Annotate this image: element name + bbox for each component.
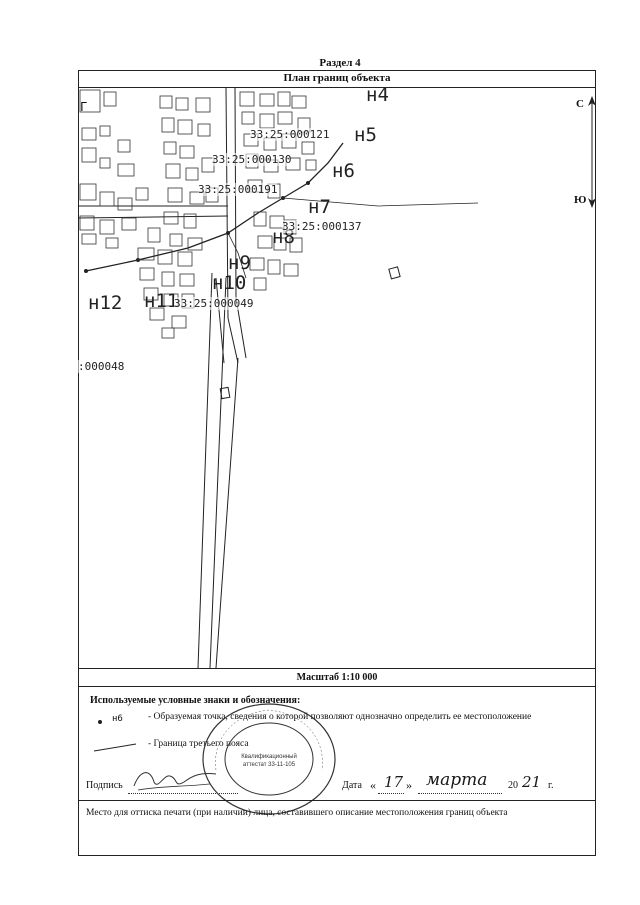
scale-divider xyxy=(78,686,596,687)
date-year-suffix: 21 xyxy=(522,773,542,791)
point-label-n4: н4 xyxy=(366,84,389,106)
boundary-map xyxy=(78,88,479,668)
compass-north-label: С xyxy=(576,98,584,110)
date-label: Дата xyxy=(342,780,362,791)
corner-label: Г xyxy=(80,100,88,114)
footer-divider xyxy=(78,800,596,801)
boundary-line-icon xyxy=(93,743,137,752)
date-month-line xyxy=(418,793,502,794)
map-divider xyxy=(78,668,596,669)
point-marker-icon xyxy=(98,720,102,724)
date-quote-close: » xyxy=(406,778,412,792)
svg-text:аттестат 33-11-105: аттестат 33-11-105 xyxy=(243,762,296,768)
legend-point-symbol: н6 xyxy=(112,714,123,724)
quarter-label-000191: 33:25:000191 xyxy=(198,183,278,196)
date-day-line xyxy=(378,793,404,794)
document-frame xyxy=(78,70,596,856)
point-label-n6: н6 xyxy=(332,160,355,182)
svg-text:Квалификационный: Квалификационный xyxy=(241,753,297,760)
title-bar xyxy=(78,70,596,88)
quarter-label-000049: 33:25:000049 xyxy=(174,297,254,310)
date-year-prefix: 20 xyxy=(508,780,518,791)
compass-south-label: Ю xyxy=(574,194,587,206)
date-quote-open: « xyxy=(370,778,376,792)
signature-label: Подпись xyxy=(86,780,123,791)
section-heading: Раздел 4 xyxy=(319,57,361,69)
map-scale: Масштаб 1:10 000 xyxy=(296,672,378,683)
north-arrow-icon xyxy=(588,96,596,208)
date-month: марта xyxy=(426,770,488,790)
seal-place-note: Место для оттиска печати (при наличии) л… xyxy=(86,808,508,818)
legend-heading: Используемые условные знаки и обозначени… xyxy=(90,695,301,706)
signature-line xyxy=(128,793,238,794)
point-label-n9: н9 xyxy=(228,252,251,274)
point-label-n10: н10 xyxy=(212,272,247,294)
quarter-label-000137: 33:25:000137 xyxy=(282,220,362,233)
quarter-label-000130: 33:25:000130 xyxy=(212,153,292,166)
point-label-n7: н7 xyxy=(308,196,331,218)
point-label-n11: н11 xyxy=(144,290,179,312)
point-label-n12: н12 xyxy=(88,292,123,314)
quarter-label-000121: 33:25:000121 xyxy=(250,128,330,141)
seal-stamp: Квалификационный аттестат 33-11-105 xyxy=(202,703,336,815)
quarter-label-000048: :000048 xyxy=(78,360,125,373)
point-label-n5: н5 xyxy=(354,124,377,146)
legend-point-text: - Образуемая точка, сведения о которой п… xyxy=(148,712,532,722)
handwritten-signature xyxy=(133,772,217,791)
date-year-unit: г. xyxy=(548,780,554,791)
legend-boundary-text: - Граница третьего пояса xyxy=(148,739,249,749)
date-day: 17 xyxy=(384,773,404,791)
page-title: План границ объекта xyxy=(283,72,391,84)
